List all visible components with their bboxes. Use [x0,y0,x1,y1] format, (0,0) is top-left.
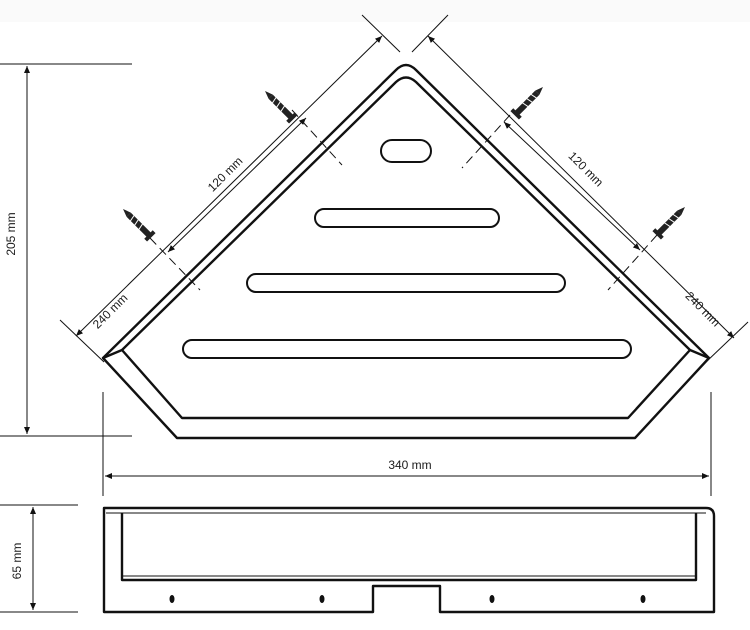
dimension-label-right-screws: 120 mm [566,149,607,190]
dimension-label-left-edge: 240 mm [90,291,131,332]
mount-hole-icon [640,595,646,603]
drain-slot-4 [182,339,632,359]
shelf-front-view [102,506,716,614]
screw-icon [510,87,543,120]
front-outer-outline [102,506,716,614]
drain-slot-3 [246,273,566,293]
dimension-label-left-screws: 120 mm [205,154,246,195]
extension-line-apex-right [411,14,449,53]
mount-hole-icon [489,595,495,603]
extension-line-apex-left [361,14,401,53]
shelf-top-view [101,63,711,440]
drain-slot-1 [380,139,432,163]
top-band [0,0,750,22]
mount-hole-icon [319,595,325,603]
drain-slot-2 [314,208,500,228]
dimension-line-right-screws [503,121,641,251]
shelf-outer-outline [101,63,711,440]
screw-icon [123,209,156,242]
dimension-label-right-edge: 240 mm [683,289,724,330]
extension-line-left-corner [59,319,105,363]
extension-line-right-corner [705,321,749,363]
shelf-rim-right [689,348,710,360]
screw-icon [652,207,685,240]
shelf-rim-left [102,348,123,360]
dimension-label-height: 205 mm [4,212,18,255]
dimension-label-width: 340 mm [388,458,431,472]
dimension-label-depth: 65 mm [10,543,24,580]
screw-icon [265,91,298,124]
screw-centerline-left-upper [291,109,343,166]
shelf-inner-outline [120,76,692,420]
dimension-line-left-screws [167,117,307,253]
front-inner-outline [120,513,698,582]
mount-hole-icon [169,595,175,603]
